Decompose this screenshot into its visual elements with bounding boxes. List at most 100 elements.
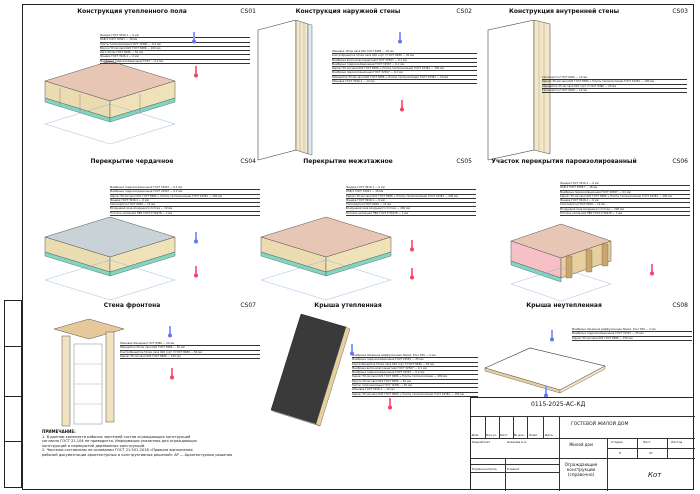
panel-title: Конструкция внутренней стены (508, 8, 620, 15)
panel-title: Перекрытие межэтажное (303, 158, 393, 165)
stage-label: Стадия (611, 440, 623, 444)
panel-title: Участок перекрытия пароизолированный (491, 158, 637, 165)
panel-title: Крыша утепленная (314, 302, 382, 309)
panel-title: Перекрытие чердачное (90, 158, 174, 165)
note-line: 1. В данном комплекте рабочих чертежей с… (42, 434, 191, 439)
tb-header: Лист (500, 433, 508, 437)
layer-line: Контробрешётка 50 мм хвоя 620 сорт 3 ГОС… (352, 363, 478, 367)
panel-code: CS03 (672, 8, 688, 15)
thermometer-icon (388, 398, 392, 410)
vapor-floor-iso-drawing (510, 223, 612, 302)
layer-line: OSB-3 ГОСТ 32567 — 18 мм (346, 190, 476, 195)
layer-line: Воздушная зона воздушного потока — 200 м… (346, 207, 476, 212)
thermometer-icon (400, 100, 404, 112)
cold-roof-iso-drawing (484, 347, 606, 394)
layer-line: Гипсокартон ГОСТ 6266 — 12 мм (346, 203, 476, 208)
panel-code: CS04 (240, 158, 256, 165)
panel-title: Конструкция наружной стены (295, 8, 401, 15)
layer-line: Мембрана пароизоляционная ГОСТ 32567 — 0… (332, 71, 477, 76)
panel-code: CS06 (672, 158, 688, 165)
layer-line: Обшивка ГОСТ 3916.1 — 12 мм (352, 388, 478, 393)
panel-cs02: Конструкция наружной стены CS02 Обшивка … (256, 6, 480, 164)
panel-cs06: Участок перекрытия пароизолированный CS0… (472, 156, 696, 314)
attic-floor-iso-drawing (44, 216, 176, 301)
panel-code: CS08 (672, 302, 688, 309)
stage-value: Р (619, 451, 621, 455)
tb-role: Разработал (472, 440, 491, 444)
company-logo: Кот (648, 471, 662, 479)
note-line: рабочей документации архитектурных и кон… (42, 452, 233, 457)
thermometer-icon (194, 232, 198, 244)
tb-header: Дата (545, 433, 553, 437)
layer-list: Фанера ГОСТ 3916.1 — 6 мм OSB-3 ГОСТ 325… (100, 34, 250, 65)
layer-line: Потолок натяжной ПВХ ГОСТ Р 56478 — 1 мм (110, 212, 260, 217)
thermometer-icon (192, 32, 196, 44)
layer-list: Фанера ГОСТ 3916.1 — 6 мм OSB-3 ГОСТ 325… (346, 186, 476, 217)
layer-line: Гипсокартон ГОСТ 6266 — 12 мм (542, 89, 687, 94)
layer-line: Мембрана гидроизоляционная ГОСТ 32567 — … (332, 63, 477, 68)
layer-line: Фанера ГОСТ 3916.1 — 6 мм (560, 199, 690, 204)
panel-title: Стена фронтона (103, 302, 161, 309)
panel-code: CS07 (240, 302, 256, 309)
layer-line: Лага 50 мм ГОСТ 8486 — 50 мм (100, 51, 250, 56)
tb-role: Нормоконтроль (472, 467, 497, 471)
layer-line: Воздушная зона воздушного потока — 200 м… (560, 208, 690, 213)
note-line: конструкций и перекрытий деревянных конс… (42, 443, 146, 448)
panel-warm-roof: Крыша утепленная Мембрана объемная диффу… (256, 300, 480, 458)
layer-line: Мембрана пароизоляционная ГОСТ 32567 — 0… (560, 191, 690, 195)
panel-code: CS01 (240, 8, 256, 15)
layer-line: Потолок натяжной ПВХ ГОСТ Р 56478 — 1 мм (560, 212, 690, 217)
thermometer-icon (170, 368, 174, 380)
layer-line: OSB-3 ГОСТ 32567 — 18 мм (100, 38, 250, 43)
panel-cs05: Перекрытие межэтажное CS05 Фанера ГОСТ 3… (256, 156, 480, 314)
layer-line: Мембрана гидроизоляционная ГОСТ 32567 — … (352, 358, 478, 363)
layer-line: Гипсокартон ГОСТ 6266 — 12 мм (110, 203, 260, 208)
layer-list: Мембрана объемная диффузионная Ламел. Ул… (352, 354, 478, 397)
layer-line: Мембрана гидроизоляционная ГОСТ 32567 — … (110, 190, 260, 195)
panel-code: CS05 (456, 158, 472, 165)
layer-line: Брусок 50 мм хвоя 620 ГОСТ 8486 — 50 мм (352, 380, 478, 385)
note-line: согласно ГОСТ 21.104 не приводится. Инфо… (42, 439, 197, 444)
layer-line: Гипсокартон ГОСТ 6266 — 12 мм (542, 76, 687, 81)
thermometer-icon (544, 386, 548, 398)
layer-list: Гипсокартон ГОСТ 6266 — 12 мм Каркас 50 … (542, 76, 687, 94)
title-block: 0115-2025-АС-КД Изм. Кол.уч Лист № док. … (470, 397, 695, 491)
layer-list: Фанера ГОСТ 3916.1 — 6 мм OSB-3 ГОСТ 325… (560, 182, 690, 217)
tb-header: Изм. (472, 433, 480, 437)
project-name: ГОСТЕВОЙ ЖИЛОЙ ДОМ (571, 422, 629, 427)
layer-line: Брусок 50 мм хвоя 620 ГОСТ 8486 — 100 мм (100, 47, 250, 52)
thermometer-icon (168, 326, 172, 338)
layer-line: Каркас 50 мм хвоя 620 ГОСТ 8486 + Плиты … (346, 195, 476, 199)
layer-line: Обшивка Фасадная ГОСТ 8486 — 20 мм (120, 342, 260, 347)
general-note: ПРИМЕЧАНИЕ: 1. В данном комплекте рабочи… (42, 429, 292, 458)
panel-title: Конструкция утепленного пола (77, 8, 187, 15)
layer-line: Фанера ГОСТ 3916.1 — 6 мм (110, 199, 260, 204)
layer-line: Каркас 50 мм хвоя 620 ГОСТ 8486 + Плиты … (542, 80, 687, 85)
thermometer-icon (550, 330, 554, 342)
layer-line: Мембрана объемная диффузионная Ламел. Ул… (352, 354, 478, 359)
layer-line: Каркас 50 мм хвоя 620 ГОСТ 8486 + Плиты … (352, 375, 478, 380)
sheet-label: Лист (643, 440, 651, 444)
note-heading: ПРИМЕЧАНИЕ: (42, 429, 76, 434)
layer-line: Плиты теплоизоляции ГОСТ 16381 — 0.2 мм (100, 43, 250, 47)
layer-line: Мембрана гидроизоляционная ГОСТ 32567 — … (110, 186, 260, 191)
layer-list: Обшивка 18 мм хвоя 620 ГОСТ 8486 — 18 мм… (332, 50, 477, 85)
layer-line: Мембрана объемная диффузионная Ламел. Ул… (572, 328, 692, 333)
side-stamp-strip (4, 300, 22, 488)
thermometer-icon (350, 344, 354, 356)
tb-person: К.макет (507, 467, 520, 471)
layer-line: Мембрана гидроизоляционная ГОСТ 32567 — … (572, 332, 692, 337)
thermometer-icon (650, 264, 654, 276)
sheet-number: 07 (649, 451, 653, 455)
wall-iso-drawing (257, 20, 313, 161)
tb-header: Подп. (529, 433, 539, 437)
layer-line: Обрешётка 25 мм хвоя 620 сорт 3 ГОСТ 848… (542, 85, 687, 89)
interfloor-iso-drawing (260, 216, 392, 301)
layer-line: Мембрана гидроизоляционная ГОСТ 32567 — … (352, 371, 478, 376)
panel-cs08: Крыша неутепленная CS08 Мембрана объемна… (472, 300, 696, 458)
thermometer-icon (410, 240, 414, 252)
layer-line: Каркас 50 мм хвоя 620 ГОСТ 8486 + Плиты … (352, 393, 478, 397)
layer-line: OSB-3 ГОСТ 32567 — 18 мм (560, 186, 690, 191)
thermometer-icon (194, 66, 198, 78)
layer-line: Каркас 50 мм хвоя 620 ГОСТ 8486 + Плиты … (332, 67, 477, 72)
